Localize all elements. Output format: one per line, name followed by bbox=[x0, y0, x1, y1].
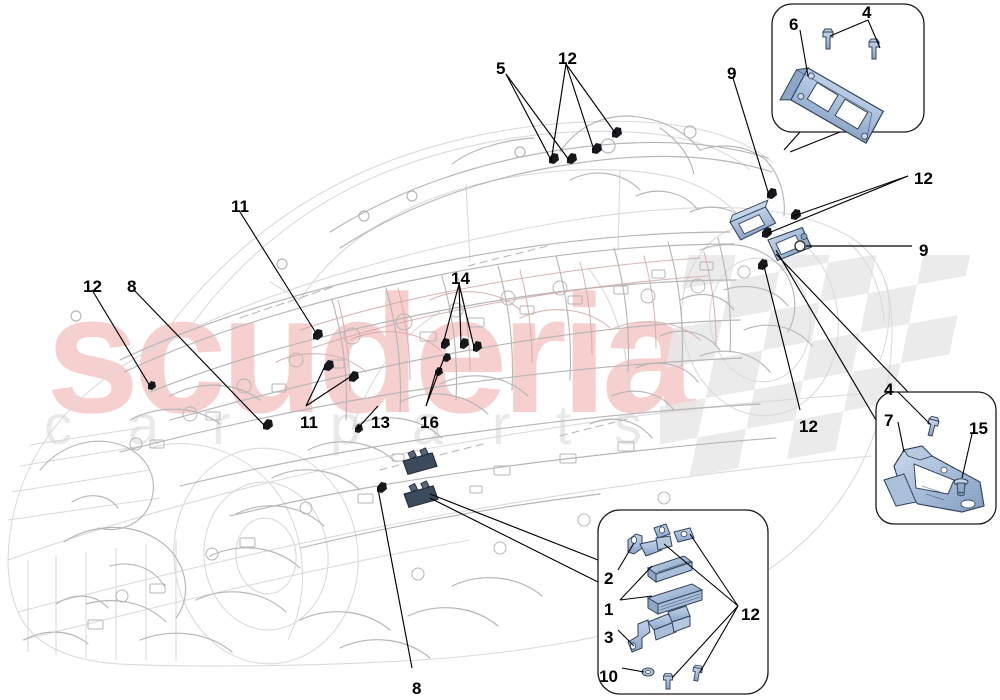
grommet-marker bbox=[794, 240, 806, 252]
callout-11-upper: 11 bbox=[231, 197, 249, 216]
callout-12-right: 12 bbox=[914, 169, 933, 188]
inset-label-7: 7 bbox=[884, 411, 894, 430]
callout-13: 13 bbox=[371, 413, 390, 432]
fastener-markers bbox=[148, 127, 801, 493]
inset-label-3: 3 bbox=[604, 628, 614, 647]
inset-label-4-top: 4 bbox=[862, 3, 872, 22]
inset-top-right bbox=[771, 3, 925, 145]
inset-label-1: 1 bbox=[604, 600, 614, 619]
part-bracket-7 bbox=[883, 445, 985, 513]
checkered-flag-graphic bbox=[660, 255, 974, 477]
callout-12-mid: 12 bbox=[799, 417, 818, 436]
callout-9-top: 9 bbox=[727, 64, 737, 83]
callout-8-bottom: 8 bbox=[412, 679, 422, 698]
part-channel-clip-1b bbox=[646, 583, 704, 615]
callout-12-top: 12 bbox=[558, 49, 577, 68]
callout-12-left: 12 bbox=[83, 277, 102, 296]
part-bolt-4c bbox=[927, 415, 940, 437]
part-rivet-15 bbox=[953, 478, 969, 497]
callout-11-lower: 11 bbox=[300, 413, 318, 432]
inset-bottom bbox=[597, 509, 769, 695]
leader-lines bbox=[91, 63, 912, 669]
callout-8-left: 8 bbox=[127, 277, 137, 296]
inset-label-4-right: 4 bbox=[884, 380, 894, 399]
mounted-clip-parts bbox=[402, 199, 813, 509]
wiring-harness bbox=[23, 115, 813, 659]
part-bolt-12b bbox=[692, 664, 704, 682]
callout-5: 5 bbox=[496, 59, 506, 78]
inset-label-10: 10 bbox=[599, 667, 618, 686]
callout-14: 14 bbox=[451, 269, 470, 288]
inset-right-lower bbox=[875, 391, 997, 525]
inset-label-15: 15 bbox=[969, 419, 988, 438]
part-clip-2 bbox=[627, 523, 695, 557]
part-washer-10 bbox=[641, 667, 655, 677]
callout-16: 16 bbox=[420, 413, 439, 432]
inset-label-2: 2 bbox=[604, 569, 614, 588]
part-bolt-12a bbox=[662, 673, 674, 690]
harness-watermark-tint bbox=[275, 251, 717, 393]
part-channel-clip-1a bbox=[646, 555, 694, 583]
part-bracket-6 bbox=[779, 67, 885, 145]
part-clip-3 bbox=[627, 605, 691, 653]
inset-label-6: 6 bbox=[789, 15, 799, 34]
inset-label-12: 12 bbox=[741, 605, 760, 624]
callout-9-right: 9 bbox=[919, 241, 929, 260]
